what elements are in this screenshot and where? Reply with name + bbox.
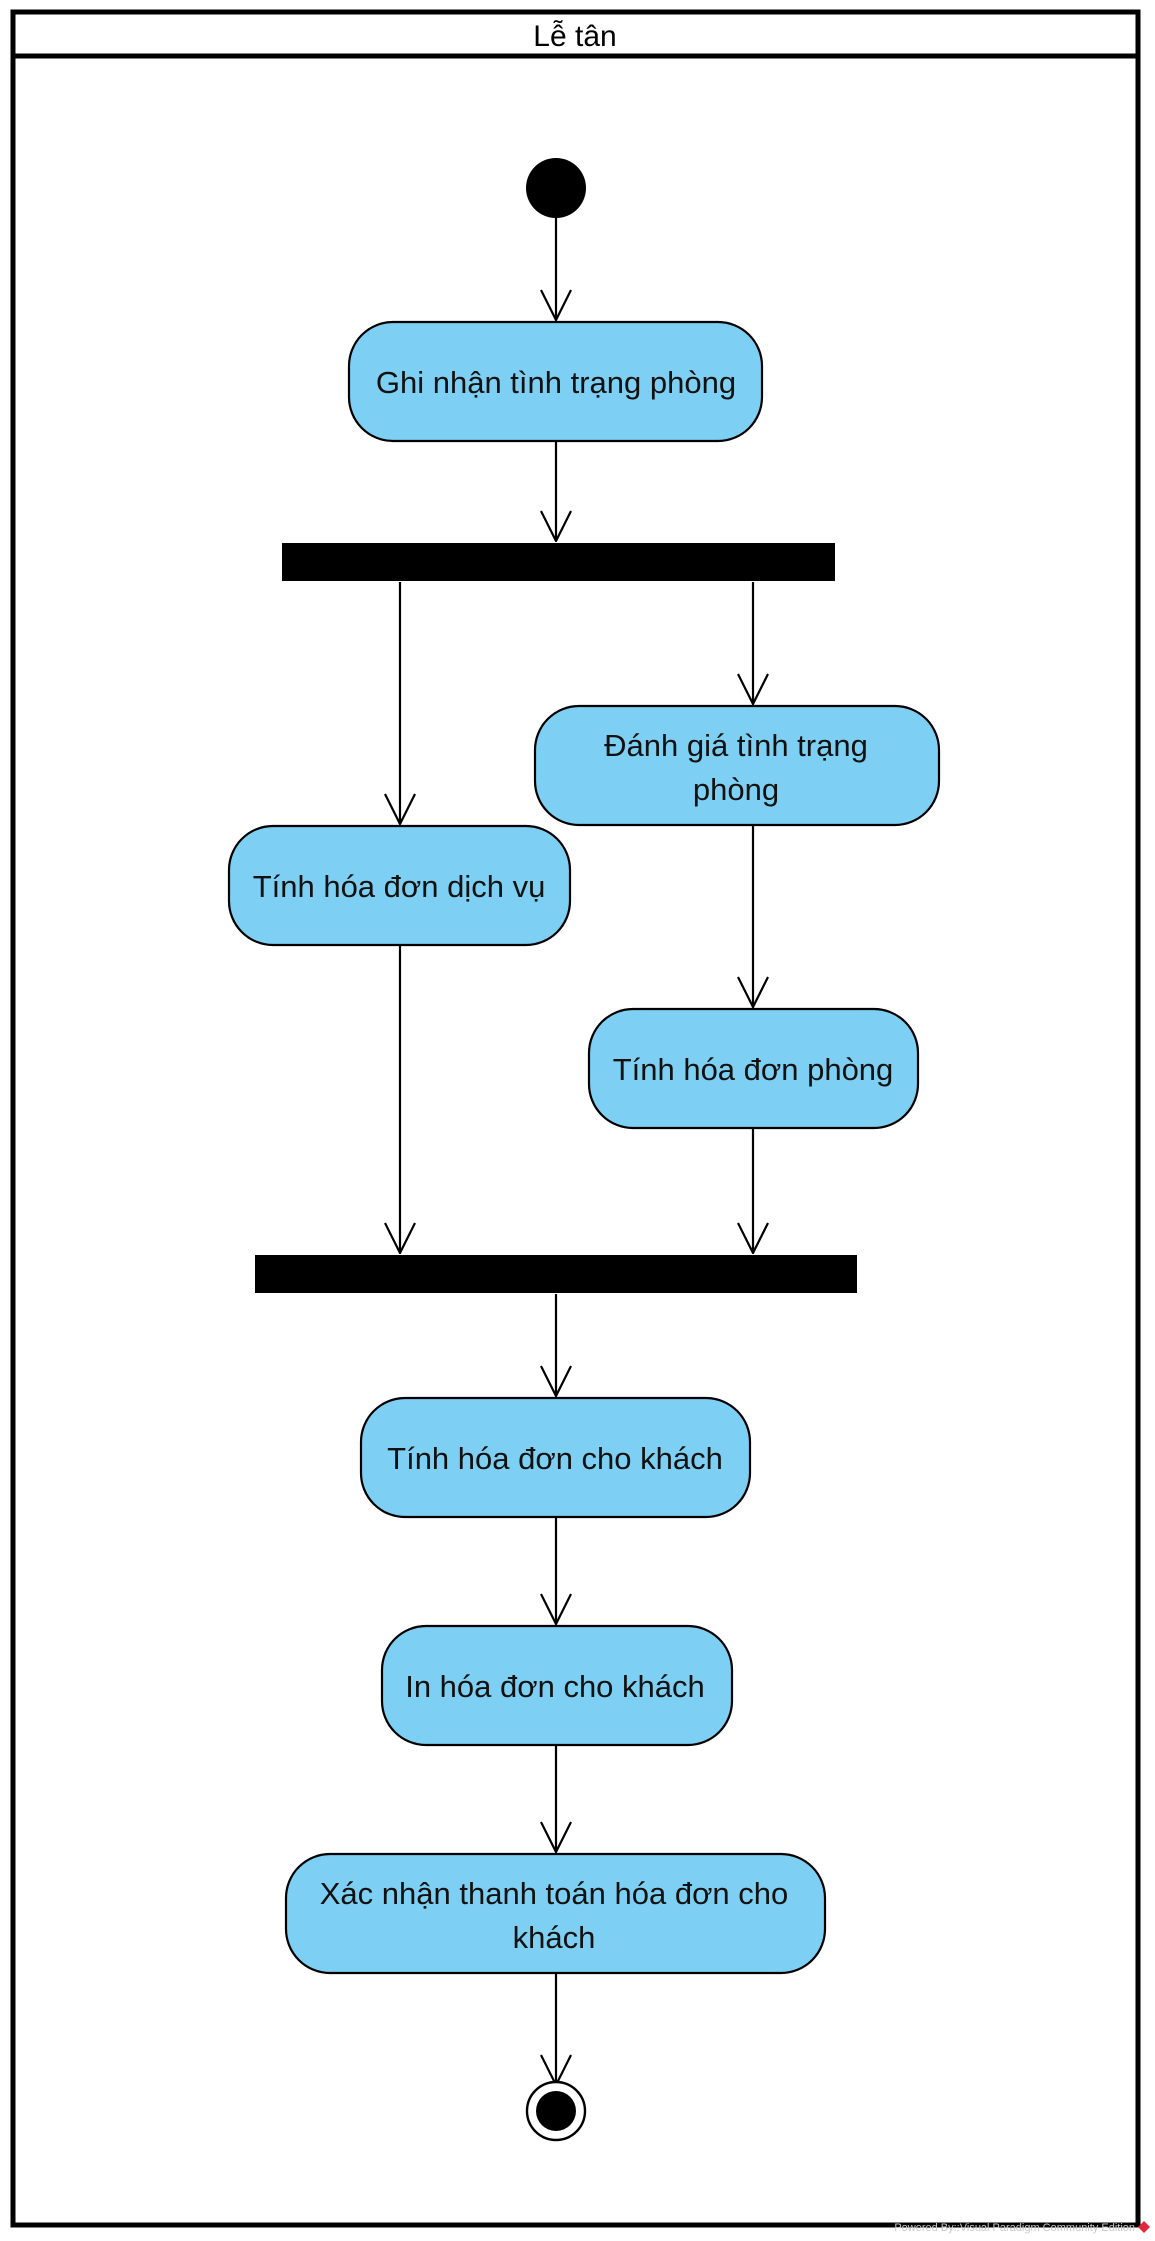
activity-room-invoice-label: Tính hóa đơn phòng [613, 1052, 894, 1087]
activity-confirm-payment-box [284, 1852, 827, 1975]
activity-confirm-payment-label-line1: Xác nhận thanh toán hóa đơn cho [320, 1876, 788, 1911]
activity-print-invoice-label: In hóa đơn cho khách [405, 1669, 705, 1704]
activity-guest-invoice-label: Tính hóa đơn cho khách [387, 1441, 723, 1476]
watermark-text: Powered By::Visual Paradigm Community Ed… [894, 2222, 1135, 2234]
activity-assess-room-status-label-line2: phòng [693, 772, 779, 807]
watermark: Powered By::Visual Paradigm Community Ed… [894, 2221, 1150, 2234]
activity-guest-invoice: Tính hóa đơn cho khách [359, 1396, 752, 1519]
initial-node-icon [526, 158, 586, 218]
activity-record-room-status-box [347, 320, 764, 443]
activity-confirm-payment-label-line2: khách [513, 1920, 596, 1955]
activity-assess-room-status-box [533, 704, 941, 827]
final-node-icon [525, 2080, 587, 2142]
activity-room-invoice-box [587, 1007, 920, 1130]
fork-bar [282, 543, 835, 581]
visual-paradigm-logo-icon [1138, 2221, 1150, 2233]
activity-assess-room-status-label-line1: Đánh giá tình trạng [604, 728, 868, 763]
activity-print-invoice: In hóa đơn cho khách [380, 1624, 734, 1747]
join-bar [255, 1255, 857, 1293]
activity-guest-invoice-box [359, 1396, 752, 1519]
control-flows [400, 218, 753, 2085]
activity-service-invoice: Tính hóa đơn dịch vụ [227, 824, 572, 947]
activity-room-invoice: Tính hóa đơn phòng [587, 1007, 920, 1130]
activity-assess-room-status: Đánh giá tình trạng phòng [533, 704, 941, 827]
swimlane-title: Lễ tân [533, 20, 616, 53]
activity-confirm-payment: Xác nhận thanh toán hóa đơn cho khách [284, 1852, 827, 1975]
activity-service-invoice-box [227, 824, 572, 947]
activity-record-room-status: Ghi nhận tình trạng phòng [347, 320, 764, 443]
activity-print-invoice-box [380, 1624, 734, 1747]
activity-record-room-status-label: Ghi nhận tình trạng phòng [376, 365, 736, 400]
activity-service-invoice-label: Tính hóa đơn dịch vụ [253, 869, 546, 904]
